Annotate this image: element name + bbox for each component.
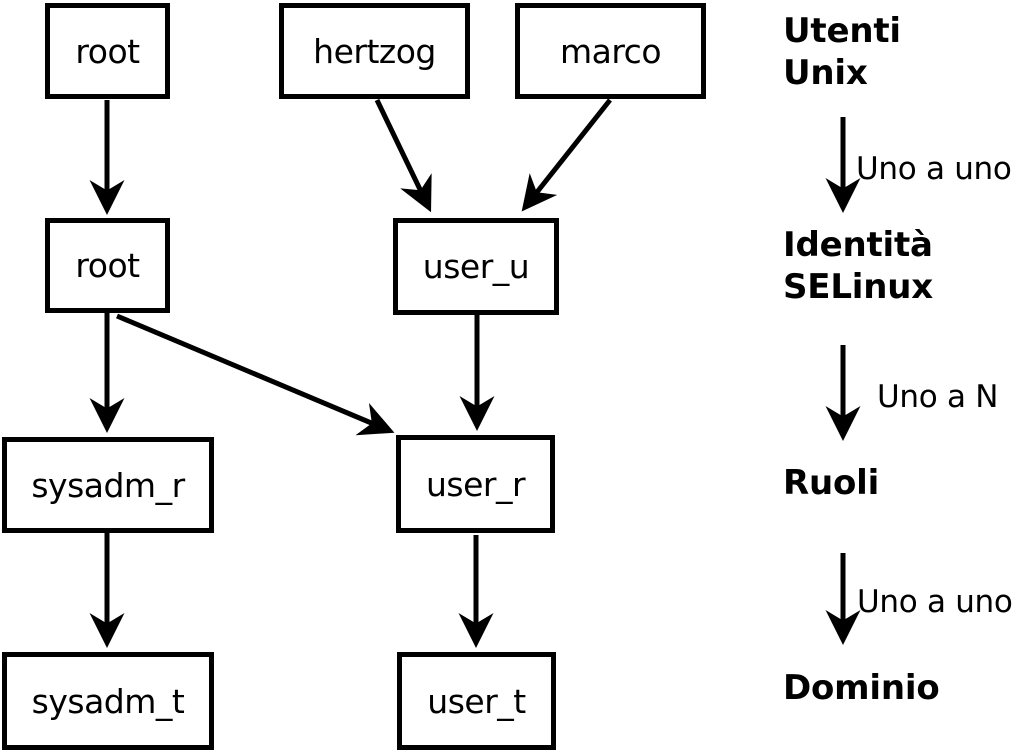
node-role-sysadm-r: sysadm_r — [2, 437, 214, 533]
edge-selinux-root-to-user-r — [116, 313, 395, 436]
legend-level-ruoli: Ruoli — [783, 463, 880, 503]
node-label: user_u — [422, 247, 530, 286]
edge-marco-to-user-u — [521, 98, 612, 212]
node-label: root — [75, 31, 140, 71]
node-unix-marco: marco — [515, 3, 706, 99]
node-selinux-root: root — [45, 218, 170, 313]
legend-mapping-uno-a-uno-1: Uno a uno — [856, 151, 1012, 187]
node-label: marco — [559, 31, 662, 71]
node-domain-sysadm-t: sysadm_t — [2, 652, 214, 750]
node-label: user_r — [425, 464, 526, 504]
node-label: sysadm_t — [31, 681, 185, 721]
node-label: sysadm_r — [31, 465, 185, 505]
node-unix-hertzog: hertzog — [279, 3, 470, 99]
node-domain-user-t: user_t — [397, 652, 556, 750]
legend-line: SELinux — [783, 267, 933, 307]
node-selinux-user-u: user_u — [393, 218, 559, 315]
legend-mapping-uno-a-n: Uno a N — [877, 379, 999, 415]
legend-level-dominio: Dominio — [783, 668, 940, 708]
node-label: hertzog — [313, 31, 436, 71]
node-label: user_t — [427, 681, 526, 721]
legend-line: Utenti — [783, 11, 901, 51]
edge-hertzog-to-user-u — [374, 98, 432, 213]
legend-mapping-uno-a-uno-2: Uno a uno — [857, 584, 1013, 620]
legend-line: Unix — [783, 53, 868, 93]
node-role-user-r: user_r — [396, 435, 555, 533]
legend-line: Identità — [783, 225, 933, 265]
node-label: root — [75, 246, 140, 285]
node-unix-root: root — [45, 3, 170, 99]
